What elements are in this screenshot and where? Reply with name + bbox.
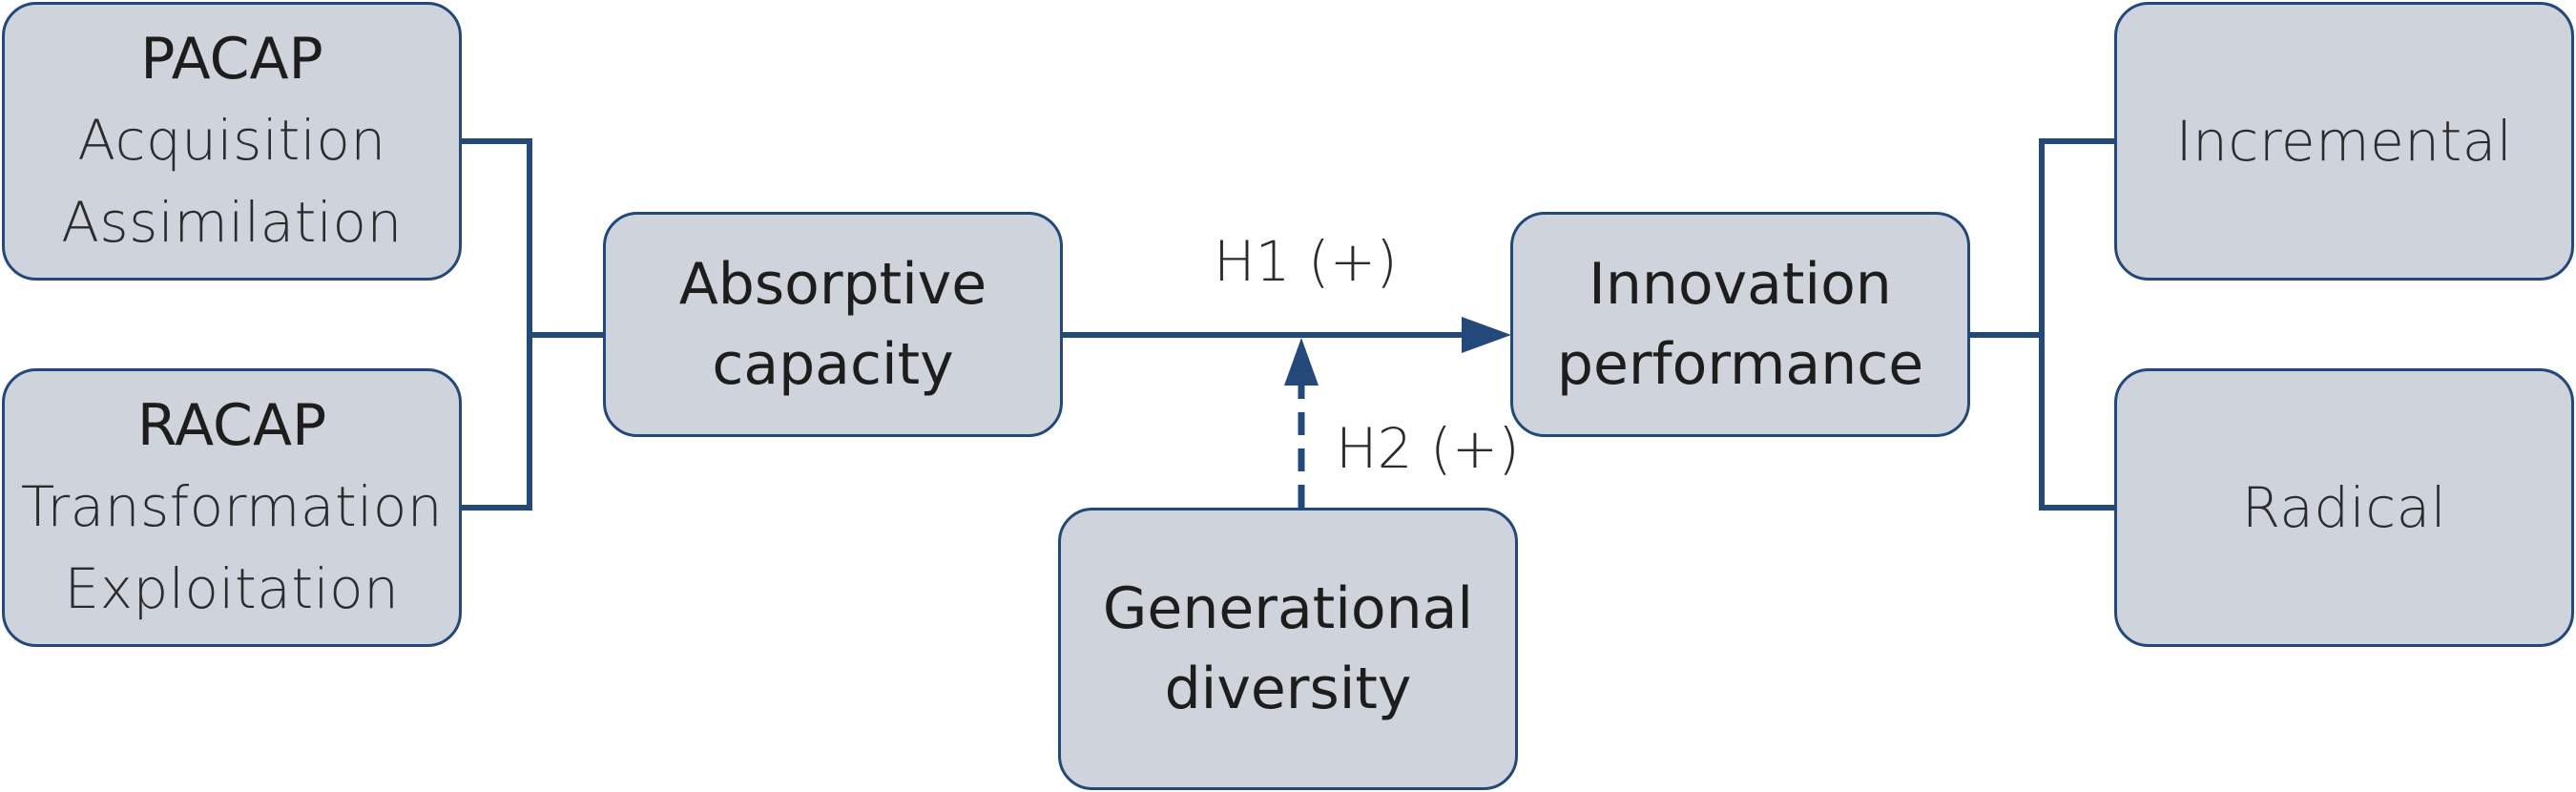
pacap-box: PACAP Acquisition Assimilation	[2, 2, 462, 281]
radical-box: Radical	[2114, 368, 2574, 647]
racap-title: RACAP	[136, 392, 327, 459]
innovation-performance-box: Innovation performance	[1510, 212, 1970, 437]
h2-label: H2 (+)	[1336, 416, 1520, 481]
incremental-label: Incremental	[2175, 109, 2513, 174]
h1-label: H1 (+)	[1214, 229, 1398, 294]
generational-diversity-box: Generational diversity	[1058, 508, 1518, 790]
absorptive-capacity-line-1: Absorptive	[678, 251, 987, 318]
incremental-box: Incremental	[2114, 2, 2574, 281]
racap-box: RACAP Transformation Exploitation	[2, 368, 462, 647]
incremental-radical-bracket	[2039, 138, 2116, 511]
pacap-title: PACAP	[140, 26, 323, 93]
racap-transformation-label: Transformation	[20, 474, 444, 539]
innovation-performance-line-2: performance	[1556, 331, 1924, 398]
pacap-assimilation-label: Assimilation	[61, 190, 403, 255]
pacap-racap-bracket	[460, 138, 532, 511]
radical-label: Radical	[2241, 475, 2447, 540]
absorptive-capacity-box: Absorptive capacity	[603, 212, 1063, 437]
pacap-acquisition-label: Acquisition	[77, 108, 386, 173]
absorptive-capacity-line-2: capacity	[712, 331, 954, 398]
generational-diversity-line-1: Generational	[1102, 575, 1474, 642]
generational-diversity-line-2: diversity	[1164, 656, 1412, 722]
h1-arrowhead	[1462, 317, 1511, 353]
innovation-performance-line-1: Innovation	[1589, 251, 1892, 318]
h2-arrowhead	[1284, 338, 1319, 386]
racap-exploitation-label: Exploitation	[64, 556, 400, 621]
